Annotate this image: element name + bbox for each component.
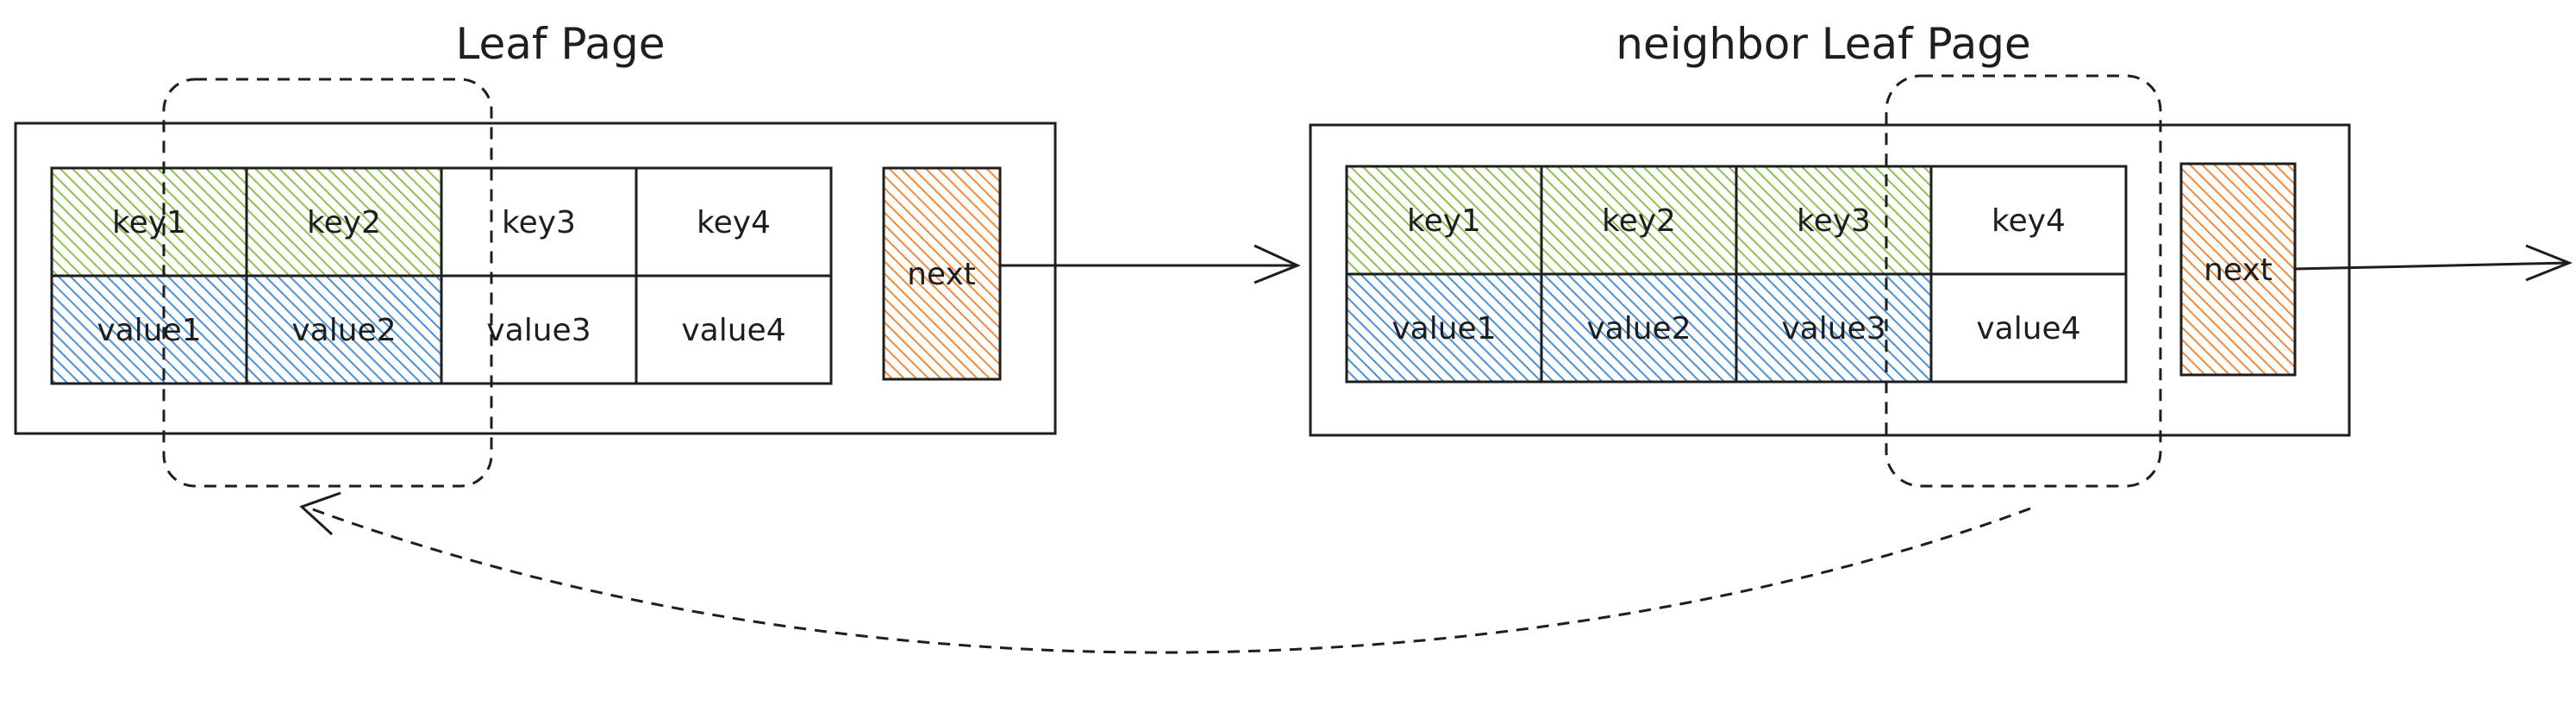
neighbor-leaf-page-value-cell-2 xyxy=(1540,272,1738,384)
merge-dashed-arrow xyxy=(309,507,2031,654)
leaf-page-value-4: value4 xyxy=(681,313,785,348)
leaf-page-frame xyxy=(14,122,1057,435)
neighbor-leaf-page-cells: key1 key2 key3 key4 value1 value2 value3… xyxy=(1345,165,2128,384)
leaf-page-selection-outline xyxy=(162,78,493,488)
neighbor-leaf-page-value-3: value3 xyxy=(1781,311,1885,346)
leaf-page-next-label: next xyxy=(907,257,976,292)
leaf-page-cells: key1 key2 key3 key4 value1 value2 value3… xyxy=(50,166,833,385)
neighbor-leaf-page-value-cell-4 xyxy=(1929,272,2128,384)
leaf-page-title: Leaf Page xyxy=(456,19,666,69)
neighbor-leaf-page-next-pointer xyxy=(2179,162,2297,377)
leaf-page-key-1: key1 xyxy=(112,205,186,240)
leaf-page-key-4: key4 xyxy=(697,205,771,240)
neighbor-leaf-page-title: neighbor Leaf Page xyxy=(1616,19,2030,69)
leaf-page-value-cell-4 xyxy=(635,274,833,385)
neighbor-leaf-page-selection-outline xyxy=(1885,74,2162,488)
leaf-page-next-pointer xyxy=(882,166,1002,381)
neighbor-leaf-page-key-3: key3 xyxy=(1797,203,1871,239)
neighbor-leaf-page-next-arrowhead xyxy=(2525,244,2573,282)
neighbor-leaf-page-value-cell-1 xyxy=(1345,272,1543,384)
neighbor-leaf-page-key-4: key4 xyxy=(1991,203,2066,239)
leaf-page-value-1: value1 xyxy=(97,313,201,348)
leaf-page-key-2: key2 xyxy=(307,205,381,240)
neighbor-leaf-page-value-cell-3 xyxy=(1735,272,1933,384)
leaf-page: Leaf Page key1 key2 key3 key4 value1 val… xyxy=(14,19,1301,488)
neighbor-leaf-page-value-2: value2 xyxy=(1586,311,1691,346)
neighbor-leaf-page-next-label: next xyxy=(2204,253,2273,288)
neighbor-leaf-page-key-2: key2 xyxy=(1602,203,1676,239)
leaf-page-key-cell-2 xyxy=(245,166,443,278)
leaf-page-value-2: value2 xyxy=(291,313,396,348)
neighbor-leaf-page-key-1: key1 xyxy=(1407,203,1481,239)
leaf-page-value-cell-2 xyxy=(245,274,443,385)
leaf-page-value-cell-1 xyxy=(50,274,248,385)
neighbor-leaf-page-value-1: value1 xyxy=(1391,311,1496,346)
leaf-page-value-3: value3 xyxy=(486,313,591,348)
leaf-page-key-3: key3 xyxy=(502,205,576,240)
neighbor-leaf-page-value-4: value4 xyxy=(1976,311,2080,346)
neighbor-leaf-page-next-arrow xyxy=(2294,261,2570,271)
leaf-page-next-arrowhead xyxy=(1254,244,1301,284)
neighbor-leaf-page-frame xyxy=(1309,123,2351,437)
merge-dashed-arrowhead xyxy=(299,491,341,536)
neighbor-leaf-page: neighbor Leaf Page key1 key2 key3 key4 v… xyxy=(1309,19,2573,488)
